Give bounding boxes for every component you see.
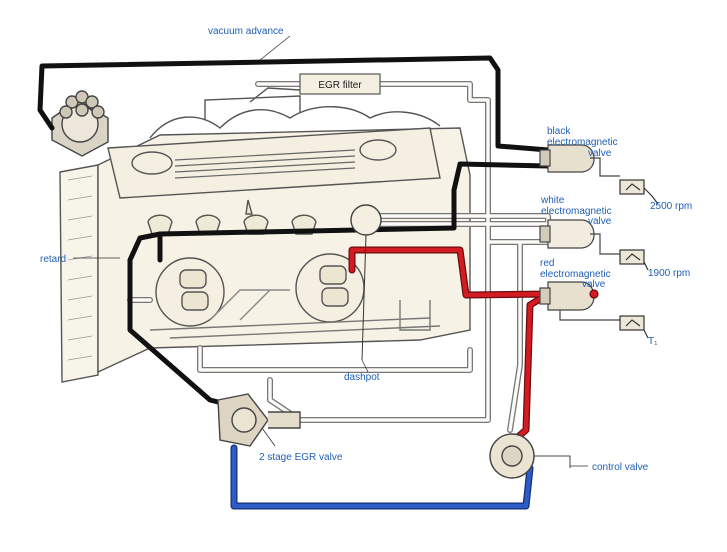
label-vacuum-advance: vacuum advance <box>208 26 284 37</box>
egr-filter-label: EGR filter <box>318 80 362 91</box>
engine-block <box>59 87 471 383</box>
switch-2500 <box>619 179 659 205</box>
egr-filter: EGR filter <box>299 73 381 95</box>
red-electromagnetic-valve <box>539 281 620 321</box>
label-red-valve-2: electromagnetic <box>540 269 611 280</box>
black-hoses <box>37 55 551 408</box>
label-black-valve-1: black <box>547 126 571 137</box>
dashpot <box>350 204 382 361</box>
egr-valve <box>217 393 301 447</box>
label-black-valve-3: valve <box>588 148 612 159</box>
label-control-valve: control valve <box>592 462 649 473</box>
blue-hose <box>230 444 534 510</box>
red-hose <box>348 246 552 446</box>
label-retard: retard <box>40 254 66 265</box>
label-white-valve-3: valve <box>588 216 612 227</box>
label-red-valve-3: valve <box>582 279 606 290</box>
label-white-valve-2: electromagnetic <box>541 206 612 217</box>
control-valve <box>489 433 571 479</box>
label-egr-valve: 2 stage EGR valve <box>259 452 343 463</box>
label-2500-rpm: 2500 rpm <box>650 201 692 212</box>
neutral-hoses <box>127 81 551 433</box>
label-1900-rpm: 1900 rpm <box>648 268 690 279</box>
leader-lines <box>73 35 588 467</box>
white-electromagnetic-valve <box>539 219 620 255</box>
label-t1: T₁ <box>648 336 658 347</box>
label-white-valve-1: white <box>540 195 565 206</box>
switch-t1 <box>619 315 649 339</box>
label-black-valve-2: electromagnetic <box>547 137 618 148</box>
black-electromagnetic-valve <box>539 144 620 177</box>
switch-1900 <box>619 249 649 271</box>
distributor <box>51 90 109 157</box>
label-red-valve-1: red <box>540 258 554 269</box>
label-dashpot: dashpot <box>344 372 380 383</box>
